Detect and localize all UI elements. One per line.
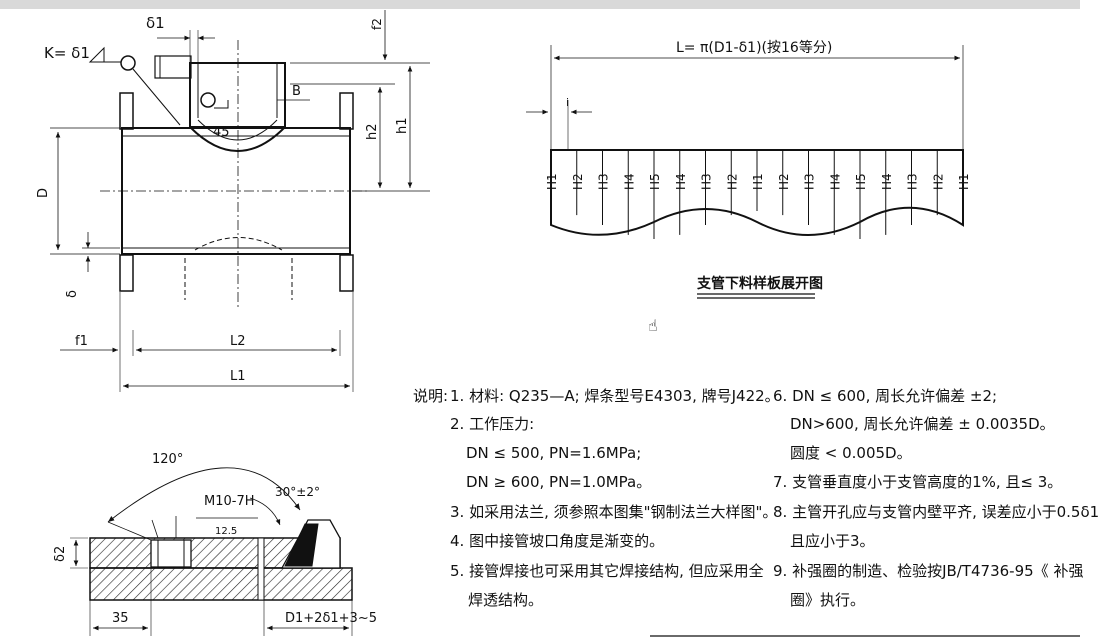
development-cell-label: H2 [777, 173, 791, 190]
development-cell-label: H4 [622, 173, 636, 190]
development-cell-label: H1 [545, 173, 559, 190]
h2-label: h2 [365, 123, 380, 140]
note-8b: 且应小于3。 [790, 532, 875, 550]
b-label: B [292, 84, 301, 99]
thread-label: M10-7H [204, 494, 255, 509]
f1-label: f1 [75, 334, 88, 349]
dev-title: 支管下料样板展开图 [696, 275, 823, 292]
note-3: 3. 如采用法兰, 须参照本图集"钢制法兰大样图"。 [450, 503, 778, 521]
angle120-label: 120° [152, 452, 183, 467]
d-label: D [36, 188, 51, 198]
development-cell-label: H1 [957, 173, 971, 190]
development-cell-label: H3 [700, 173, 714, 190]
development-cell-label: H2 [725, 173, 739, 190]
note-4: 4. 图中接管坡口角度是渐变的。 [450, 532, 665, 550]
development-cell-label: H4 [828, 173, 842, 190]
development-cell-label: H3 [803, 173, 817, 190]
tee-elevation [50, 10, 430, 392]
note-2a: DN ≤ 500, PN=1.6MPa; [466, 444, 642, 462]
bevel-label: 30°±2° [275, 485, 320, 499]
dev-length-label: L= π(D1-δ1)(按16等分) [676, 39, 832, 56]
width-formula-label: D1+2δ1+3~5 [285, 611, 377, 626]
delta-label: δ [65, 290, 80, 298]
note-6a: 6. DN ≤ 600, 周长允许偏差 ±2; [773, 387, 998, 405]
development-cell-label: H5 [854, 173, 868, 190]
delta1-top-label: δ1 [146, 14, 165, 32]
development-cells: H1 H2 H3 H4 H5 H4 H3 H2 H1 H2 H3 H4 H5 H4 H3 H2 H1 [545, 173, 971, 190]
f2-label: f2 [370, 18, 384, 30]
development-cell-label: H4 [674, 173, 688, 190]
k-weld-label: K= δ1 [44, 44, 90, 62]
development-cell-label: H3 [906, 173, 920, 190]
hand-cursor-icon: ☝ [648, 316, 658, 335]
l1-label: L1 [230, 369, 246, 384]
notes-prefix: 说明: [413, 387, 449, 405]
note-2b: DN ≥ 600, PN=1.0MPa。 [466, 473, 652, 491]
h1-label: h1 [395, 117, 410, 134]
development-template [526, 45, 964, 239]
development-cell-label: H4 [880, 173, 894, 190]
dim35-label: 35 [112, 611, 129, 626]
l2-label: L2 [230, 334, 246, 349]
development-cell-label: H2 [931, 173, 945, 190]
note-6b: DN>600, 周长允许偏差 ± 0.0035D。 [790, 415, 1055, 433]
roughness-label: 12.5 [215, 526, 237, 537]
development-cell-label: H5 [648, 173, 662, 190]
note-2: 2. 工作压力: [450, 415, 535, 433]
window-top-bar [0, 0, 1080, 9]
note-9b: 圈》执行。 [790, 591, 866, 609]
angle45-label: 45 [213, 125, 230, 140]
development-cell-label: H2 [571, 173, 585, 190]
reinforcing-pad-detail [70, 467, 353, 636]
note-9a: 9. 补强圈的制造、检验按JB/T4736-95《 补强 [773, 562, 1084, 580]
note-5b: 焊透结构。 [468, 591, 544, 609]
delta2-label: δ2 [53, 546, 68, 562]
note-7: 7. 支管垂直度小于支管高度的1%, 且≤ 3。 [773, 473, 1063, 491]
dev-i-label: i [566, 96, 569, 109]
note-5a: 5. 接管焊接也可采用其它焊接结构, 但应采用全 [450, 562, 764, 580]
note-1: 1. 材料: Q235—A; 焊条型号E4303, 牌号J422。 [450, 387, 780, 405]
development-cell-label: H3 [597, 173, 611, 190]
development-cell-label: H1 [751, 173, 765, 190]
note-6c: 圆度 < 0.005D。 [790, 444, 912, 462]
note-8a: 8. 主管开孔应与支管内壁平齐, 误差应小于0.5δ1 [773, 503, 1099, 521]
